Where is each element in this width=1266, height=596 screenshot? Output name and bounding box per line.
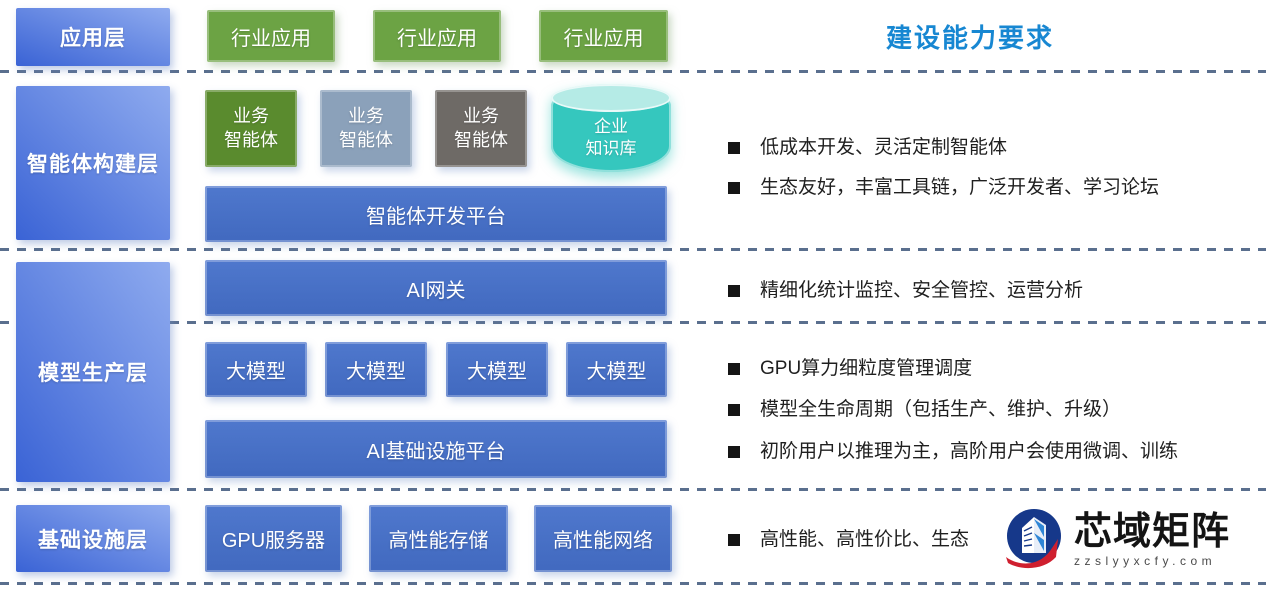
dashed-separator-2 [0, 248, 1266, 251]
bullet-square-icon [728, 142, 740, 154]
bullet-square-icon [728, 446, 740, 458]
bullet-square-icon [728, 182, 740, 194]
requirement-item: 初阶用户以推理为主，高阶用户会使用微调、训练 [728, 439, 1253, 465]
business-agent-box-1: 业务 智能体 [205, 90, 297, 167]
knowledge-base-label: 企业 知识库 [585, 117, 637, 159]
logo-domain-text: zzslyyxcfy.com [1074, 554, 1217, 568]
bullet-square-icon [728, 404, 740, 416]
business-agent-box-2: 业务 智能体 [320, 90, 412, 167]
layer-label-application: 应用层 [16, 8, 170, 66]
requirement-item: GPU算力细粒度管理调度 [728, 356, 1253, 382]
business-agent-box-3: 业务 智能体 [435, 90, 527, 167]
requirement-item: 高性能、高性价比、生态 [728, 527, 1253, 553]
bullet-square-icon [728, 534, 740, 546]
logo-company-name: 芯域矩阵 [1074, 511, 1231, 553]
requirement-item: 模型全生命周期（包括生产、维护、升级） [728, 397, 1253, 423]
hp-storage-box: 高性能存储 [369, 505, 508, 572]
large-model-box-2: 大模型 [325, 342, 427, 397]
requirement-item: 低成本开发、灵活定制智能体 [728, 135, 1253, 161]
large-model-box-3: 大模型 [446, 342, 548, 397]
requirement-text: 模型全生命周期（包括生产、维护、升级） [760, 399, 1122, 420]
requirement-text: 初阶用户以推理为主，高阶用户会使用微调、训练 [760, 441, 1179, 462]
bullet-square-icon [728, 363, 740, 375]
agent-dev-platform-bar: 智能体开发平台 [205, 186, 667, 242]
logo-building-icon [1006, 509, 1061, 569]
dashed-separator-4 [0, 488, 1266, 491]
bullet-square-icon [728, 285, 740, 297]
gpu-server-box: GPU服务器 [205, 505, 342, 572]
ai-infra-platform-bar: AI基础设施平台 [205, 420, 667, 478]
dashed-separator-1 [0, 70, 1266, 73]
requirement-item: 精细化统计监控、安全管控、运营分析 [728, 278, 1253, 304]
requirement-text: 精细化统计监控、安全管控、运营分析 [760, 280, 1084, 301]
ai-gateway-bar: AI网关 [205, 260, 667, 316]
dashed-separator-5 [0, 582, 1266, 585]
requirements-title: 建设能力要求 [885, 23, 1054, 53]
requirement-text: GPU算力细粒度管理调度 [760, 358, 973, 379]
requirement-text: 生态友好，丰富工具链，广泛开发者、学习论坛 [760, 177, 1160, 198]
enterprise-knowledge-base-cylinder: 企业 知识库 [551, 84, 671, 172]
dashed-separator-3 [0, 321, 1266, 324]
requirement-text: 低成本开发、灵活定制智能体 [760, 137, 1008, 158]
layer-label-infrastructure: 基础设施层 [16, 505, 170, 572]
requirement-text: 高性能、高性价比、生态 [760, 529, 970, 550]
industry-app-box-3: 行业应用 [539, 10, 668, 62]
large-model-box-4: 大模型 [566, 342, 667, 397]
industry-app-box-2: 行业应用 [373, 10, 501, 62]
large-model-box-1: 大模型 [205, 342, 307, 397]
hp-network-box: 高性能网络 [534, 505, 672, 572]
requirement-item: 生态友好，丰富工具链，广泛开发者、学习论坛 [728, 175, 1253, 201]
cylinder-top-ellipse [551, 84, 671, 112]
industry-app-box-1: 行业应用 [207, 10, 335, 62]
layer-label-model-production: 模型生产层 [16, 262, 170, 482]
watermark-logo: 芯域矩阵 zzslyyxcfy.com [1004, 503, 1262, 577]
layer-label-agent-building: 智能体构建层 [16, 86, 170, 240]
